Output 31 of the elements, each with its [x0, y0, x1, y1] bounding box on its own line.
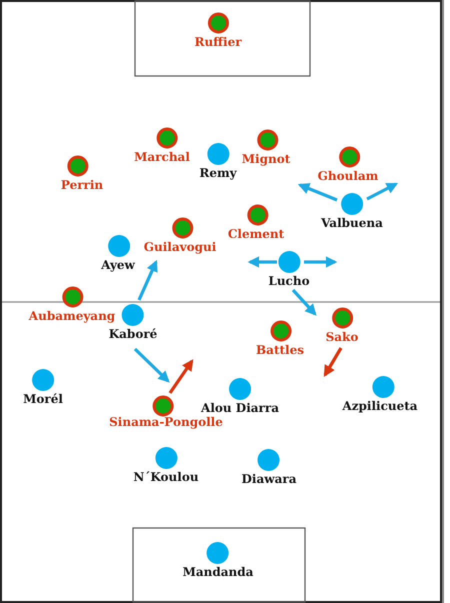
player-name: Valbuena — [321, 216, 383, 230]
movement-arrow — [298, 183, 338, 202]
player-name: Mignot — [242, 152, 290, 166]
player-name: Remy — [199, 166, 237, 180]
movement-arrow — [138, 260, 158, 301]
player-name: Mandanda — [182, 565, 254, 579]
player-name: Aubameyang — [28, 309, 116, 323]
player-name: Ruffier — [194, 35, 242, 49]
player-name: N´Koulou — [133, 470, 199, 484]
player-name: Guilavogui — [144, 240, 216, 254]
player-name: Azpilicueta — [342, 399, 418, 413]
player-name: Kaboré — [108, 327, 158, 341]
player-name: Sako — [326, 330, 358, 344]
player-name: Perrin — [60, 178, 104, 192]
player-name: Marchal — [134, 150, 190, 164]
player-name: Sinama-Pongolle — [109, 415, 223, 429]
player-name: Morél — [23, 392, 63, 406]
player-name: Clement — [228, 227, 284, 241]
movement-arrow — [292, 288, 317, 316]
movement-arrow — [324, 347, 342, 377]
player-name: Diawara — [242, 472, 296, 486]
player-name: Ghoulam — [318, 169, 378, 183]
movement-arrow — [248, 256, 277, 268]
player-name: Lucho — [268, 274, 310, 288]
movement-arrow — [134, 348, 170, 383]
movement-arrow — [366, 182, 398, 200]
player-name: Ayew — [101, 258, 135, 272]
movement-arrow — [304, 256, 338, 268]
movement-arrow — [168, 359, 194, 394]
player-name: Alou Diarra — [201, 401, 279, 415]
player-name: Battles — [256, 343, 304, 357]
